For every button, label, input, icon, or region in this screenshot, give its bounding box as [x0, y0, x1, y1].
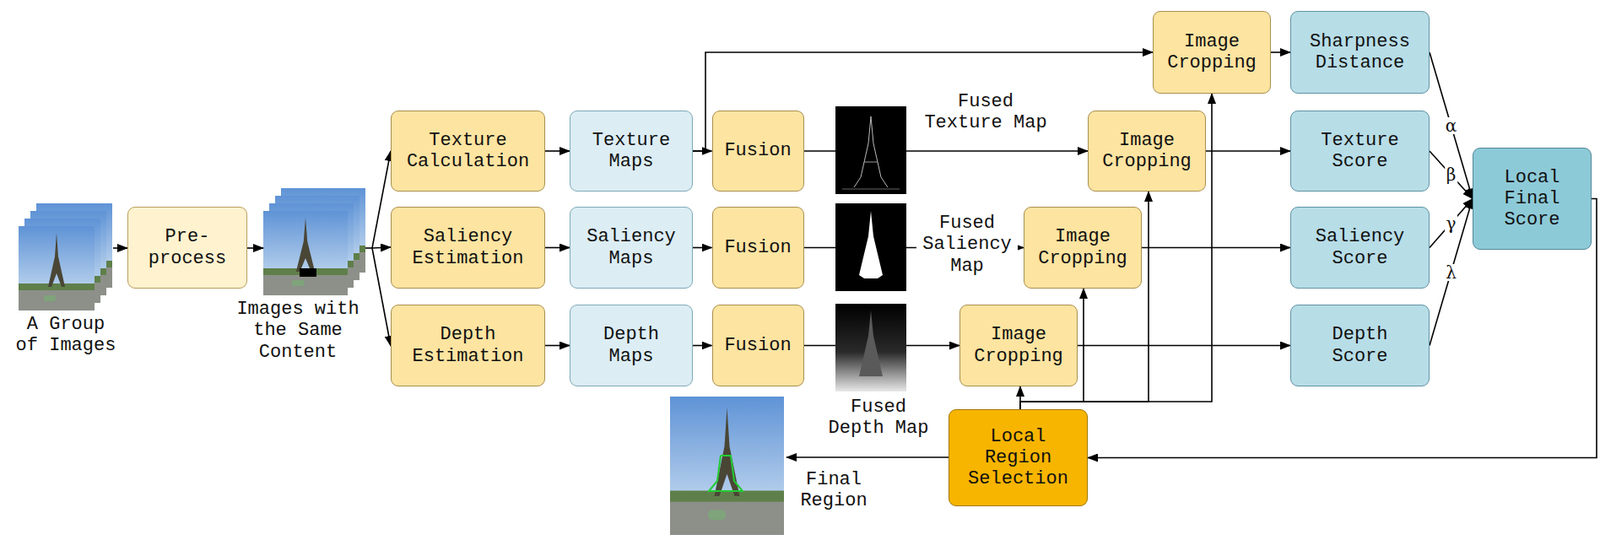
- box-text: Depth Maps: [580, 324, 682, 368]
- box-text: Image Cropping: [1163, 31, 1260, 75]
- box-text: Pre-process: [138, 226, 237, 270]
- connector-arrow: [1429, 199, 1473, 249]
- box-text: Depth Score: [1301, 324, 1419, 368]
- proc-box: Image Cropping: [959, 304, 1078, 387]
- box-text: Saliency Maps: [580, 226, 682, 270]
- saliency-thumbnail: [835, 203, 907, 292]
- map-box: Depth Maps: [569, 304, 693, 387]
- weight-symbol: α: [1443, 117, 1460, 135]
- connector-arrow: [545, 150, 570, 152]
- map-box: Saliency Maps: [569, 206, 693, 289]
- proc-box: Texture Calculation: [390, 110, 546, 192]
- box-text: Image Cropping: [1098, 129, 1195, 173]
- sel-box: Local Region Selection: [948, 409, 1088, 507]
- box-text: Sharpness Distance: [1301, 31, 1419, 75]
- fin-box: Local Final Score: [1472, 147, 1592, 250]
- connector-arrow: [692, 247, 713, 249]
- connector-arrow: [692, 345, 713, 347]
- flow-arrows: [113, 151, 949, 458]
- connector-arrow: [1205, 150, 1291, 152]
- edge-label: Fused Depth Map: [823, 396, 934, 440]
- caption-label: A Group of Images: [12, 313, 119, 357]
- score-box: Sharpness Distance: [1290, 10, 1430, 94]
- box-text: Fusion: [723, 237, 794, 259]
- image-stack: [263, 188, 366, 296]
- image-stack: [18, 203, 113, 311]
- connector-arrow: [1429, 151, 1473, 200]
- score-box: Texture Score: [1290, 110, 1430, 192]
- box-text: Image Cropping: [1034, 226, 1131, 270]
- edge-label: Fused Texture Map: [918, 91, 1054, 135]
- connector-arrow: [545, 345, 570, 347]
- connector-arrow: [545, 247, 570, 249]
- connector-arrow: [1429, 199, 1473, 346]
- proc-box: Fusion: [712, 206, 805, 289]
- box-text: Image Cropping: [970, 324, 1067, 368]
- weight-symbol: γ: [1444, 215, 1459, 233]
- score-box: Saliency Score: [1290, 206, 1430, 289]
- proc-box: Depth Estimation: [390, 304, 546, 387]
- box-text: Depth Estimation: [401, 324, 535, 368]
- proc-box: Saliency Estimation: [390, 206, 546, 289]
- proc-box: Image Cropping: [1023, 206, 1142, 289]
- box-text: Texture Maps: [580, 129, 682, 173]
- box-text: Texture Score: [1301, 129, 1419, 173]
- proc-box: Image Cropping: [1087, 110, 1206, 192]
- final-region-photo: [670, 396, 784, 536]
- connector-arrow: [1141, 247, 1291, 249]
- proc-box: Fusion: [712, 304, 805, 387]
- caption-label: Final Region: [789, 469, 878, 513]
- weight-symbol: β: [1444, 166, 1459, 184]
- caption-label: Images with the Same Content: [226, 298, 370, 363]
- texture-thumbnail: [835, 106, 907, 195]
- box-text: Texture Calculation: [401, 129, 535, 173]
- depth-thumbnail: [835, 303, 907, 392]
- box-text: Saliency Score: [1301, 226, 1419, 270]
- map-box: Texture Maps: [569, 110, 693, 192]
- box-text: Local Region Selection: [959, 426, 1077, 491]
- box-text: Local Final Score: [1483, 167, 1581, 232]
- score-box: Depth Score: [1290, 304, 1430, 387]
- connector-arrow: [1077, 345, 1291, 347]
- connector-arrow: [1429, 52, 1473, 200]
- pre-box: Pre-process: [127, 206, 248, 289]
- proc-box: Image Cropping: [1152, 10, 1271, 94]
- connector-arrow: [1270, 51, 1291, 54]
- box-text: Saliency Estimation: [401, 226, 535, 270]
- proc-box: Fusion: [712, 110, 805, 192]
- box-text: Fusion: [723, 335, 794, 357]
- weight-symbol: λ: [1443, 264, 1459, 282]
- edge-label: Fused Saliency Map: [916, 212, 1018, 277]
- box-text: Fusion: [723, 140, 794, 162]
